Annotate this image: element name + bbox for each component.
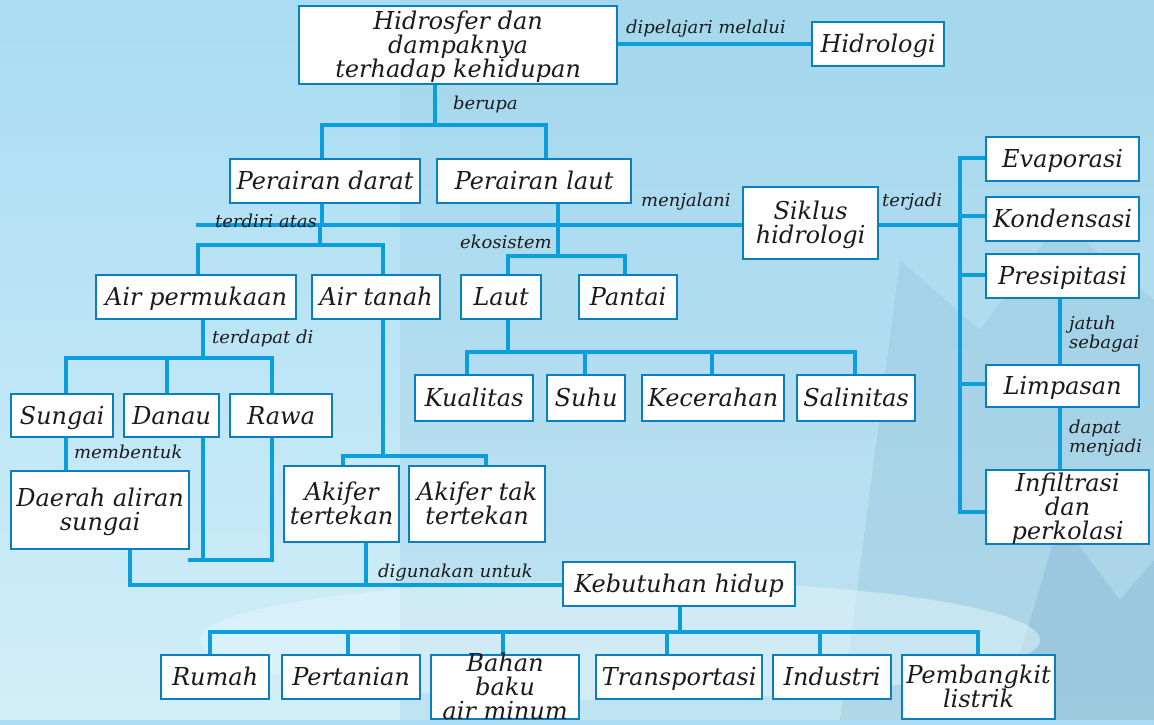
- node-hidrologi: Hidrologi: [811, 21, 945, 67]
- node-akifer-tertekan: Akifer tertekan: [283, 465, 400, 543]
- node-kondensasi: Kondensasi: [985, 196, 1140, 242]
- node-limpasan: Limpasan: [985, 364, 1140, 408]
- label-ekosistem: ekosistem: [460, 232, 552, 253]
- node-pertanian: Pertanian: [281, 654, 421, 700]
- node-air-permukaan: Air permukaan: [95, 274, 297, 320]
- label-dapat-menjadi: dapat menjadi: [1069, 417, 1142, 457]
- node-root: Hidrosfer dan dampaknya terhadap kehidup…: [298, 5, 618, 85]
- node-perairan-darat: Perairan darat: [229, 158, 421, 204]
- label-membentuk: membentuk: [74, 442, 183, 463]
- node-sungai: Sungai: [10, 393, 114, 438]
- node-air-tanah: Air tanah: [311, 274, 441, 320]
- node-infiltrasi: Infiltrasi dan perkolasi: [985, 469, 1150, 545]
- node-perairan-laut: Perairan laut: [436, 158, 632, 204]
- label-menjalani: menjalani: [641, 190, 731, 211]
- node-daerah-aliran-sungai: Daerah aliran sungai: [10, 470, 190, 550]
- node-evaporasi: Evaporasi: [985, 136, 1140, 182]
- label-jatuh-sebagai: jatuh sebagai: [1069, 313, 1140, 353]
- label-terjadi: terjadi: [882, 190, 943, 211]
- node-laut: Laut: [460, 274, 542, 320]
- node-akifer-tak-tertekan: Akifer tak tertekan: [408, 465, 546, 543]
- node-kebutuhan-hidup: Kebutuhan hidup: [562, 561, 796, 607]
- label-digunakan-untuk: digunakan untuk: [378, 561, 533, 582]
- node-kualitas: Kualitas: [414, 374, 534, 422]
- node-rumah: Rumah: [160, 654, 270, 700]
- node-suhu: Suhu: [546, 374, 626, 422]
- label-terdapat-di: terdapat di: [212, 327, 314, 348]
- node-siklus-hidrologi: Siklus hidrologi: [742, 186, 879, 260]
- label-berupa: berupa: [453, 93, 518, 114]
- node-bahan-baku: Bahan baku air minum: [430, 651, 580, 723]
- node-pantai: Pantai: [578, 274, 678, 320]
- label-dipelajari-melalui: dipelajari melalui: [626, 17, 786, 38]
- node-presipitasi: Presipitasi: [985, 253, 1140, 299]
- label-terdiri-atas: terdiri atas: [215, 211, 317, 232]
- node-rawa: Rawa: [229, 393, 333, 438]
- node-danau: Danau: [123, 393, 220, 438]
- node-salinitas: Salinitas: [796, 374, 916, 422]
- node-pembangkit-listrik: Pembangkit listrik: [901, 654, 1056, 720]
- node-kecerahan: Kecerahan: [641, 374, 785, 422]
- node-industri: Industri: [772, 654, 892, 700]
- node-transportasi: Transportasi: [595, 654, 763, 700]
